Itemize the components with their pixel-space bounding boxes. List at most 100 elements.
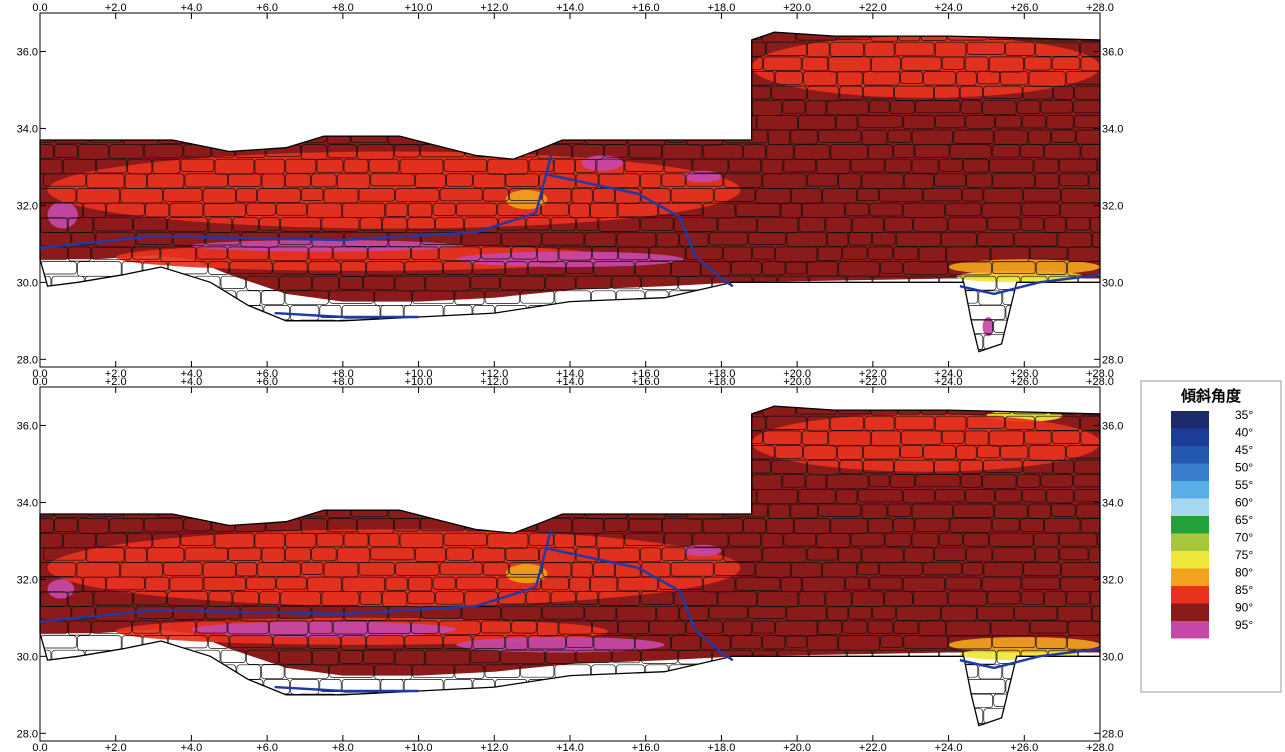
upper-x-tick-label-top: +2.0: [105, 2, 127, 14]
lower-x-tick-label-top: +12.0: [480, 376, 508, 388]
legend-swatch: [1171, 603, 1209, 621]
lower-x-tick-label-bottom: +28.0: [1086, 742, 1114, 752]
upper-region-95-3: [191, 240, 457, 252]
upper-x-tick-label-top: 0.0: [32, 2, 47, 14]
upper-x-tick-label-bottom: +10.0: [405, 368, 433, 380]
upper-boundary-line-b: [547, 173, 734, 288]
lower-x-tick-label-top: +22.0: [859, 376, 887, 388]
lower-x-tick-label-bottom: +14.0: [556, 742, 584, 752]
lower-x-tick-label-top: +16.0: [632, 376, 660, 388]
upper-x-tick-label-top: +12.0: [480, 2, 508, 14]
lower-x-tick-label-bottom: +2.0: [105, 742, 127, 752]
upper-y-tick-label-left: 30.0: [17, 277, 38, 289]
upper-x-tick-label-top: +10.0: [405, 2, 433, 14]
upper-region-95-4: [456, 251, 684, 267]
legend-label: 85°: [1235, 583, 1253, 597]
lower-x-tick-label-top: +6.0: [256, 376, 278, 388]
legend-swatch: [1171, 533, 1209, 551]
lower-region-85-10: [751, 413, 1100, 472]
upper-region-95-2: [47, 201, 78, 229]
lower-x-tick-label-top: 0.0: [32, 376, 47, 388]
upper-x-tick-label-bottom: +20.0: [783, 368, 811, 380]
lower-region-95-4: [456, 637, 665, 653]
lower-x-tick-label-bottom: +6.0: [256, 742, 278, 752]
lower-wall-surface: [40, 406, 1100, 726]
upper-region-95-7: [982, 317, 994, 337]
upper-boundary-line-c: [274, 311, 419, 319]
lower-region-95-2: [47, 579, 75, 599]
upper-region-85-11: [751, 36, 1100, 98]
upper-x-tick-label-bottom: +22.0: [859, 368, 887, 380]
upper-x-tick-label-bottom: +4.0: [181, 368, 203, 380]
legend-swatch: [1171, 621, 1209, 639]
upper-boundary-line-d: [959, 273, 1101, 296]
legend-swatch: [1171, 446, 1209, 464]
upper-x-tick-label-bottom: +26.0: [1010, 368, 1038, 380]
legend-swatch: [1171, 463, 1209, 481]
lower-y-tick-label-right: 32.0: [1102, 574, 1123, 586]
upper-x-tick-label-bottom: +24.0: [935, 368, 963, 380]
legend-label: 55°: [1235, 478, 1253, 492]
lower-boundary-line-d: [959, 647, 1101, 670]
lower-region-80-6: [505, 564, 548, 584]
upper-region-80-8: [505, 190, 548, 210]
upper-x-tick-label-bottom: +28.0: [1086, 368, 1114, 380]
upper-x-tick-label-top: +6.0: [256, 2, 278, 14]
legend-label: 60°: [1235, 496, 1253, 510]
lower-x-tick-label-bottom: +8.0: [332, 742, 354, 752]
lower-y-tick-label-right: 36.0: [1102, 420, 1123, 432]
upper-x-tick-label-bottom: 0.0: [32, 368, 47, 380]
lower-region-85-0: [47, 529, 741, 607]
lower-y-tick-label-left: 30.0: [17, 651, 38, 663]
legend-swatch: [1171, 516, 1209, 534]
legend-label: 80°: [1235, 566, 1253, 580]
upper-x-tick-label-bottom: +18.0: [708, 368, 736, 380]
lower-x-tick-label-bottom: +16.0: [632, 742, 660, 752]
lower-x-tick-label-bottom: +12.0: [480, 742, 508, 752]
lower-x-tick-label-top: +24.0: [935, 376, 963, 388]
legend-swatch: [1171, 481, 1209, 499]
upper-x-tick-label-top: +18.0: [708, 2, 736, 14]
upper-wall-outline: [39, 31, 1101, 353]
lower-x-tick-label-top: +4.0: [181, 376, 203, 388]
upper-x-tick-label-top: +14.0: [556, 2, 584, 14]
lower-x-tick-label-bottom: +22.0: [859, 742, 887, 752]
upper-x-tick-label-top: +20.0: [783, 2, 811, 14]
upper-y-tick-label-left: 34.0: [17, 123, 38, 135]
legend-label: 45°: [1235, 443, 1253, 457]
lower-x-tick-label-top: +20.0: [783, 376, 811, 388]
upper-x-tick-label-top: +8.0: [332, 2, 354, 14]
lower-x-tick-label-bottom: +10.0: [405, 742, 433, 752]
upper-region-95-5: [581, 155, 623, 171]
legend-label: 95°: [1235, 618, 1253, 632]
upper-y-tick-label-left: 28.0: [17, 354, 38, 366]
legend-swatch: [1171, 551, 1209, 569]
upper-x-tick-label-top: +26.0: [1010, 2, 1038, 14]
upper-x-tick-label-top: +22.0: [859, 2, 887, 14]
upper-y-tick-label-right: 34.0: [1102, 123, 1123, 135]
legend-label: 75°: [1235, 548, 1253, 562]
lower-x-tick-label-top: +28.0: [1086, 376, 1114, 388]
legend-swatch: [1171, 411, 1209, 429]
upper-region-80-10: [948, 259, 1100, 275]
lower-x-tick-label-bottom: +24.0: [935, 742, 963, 752]
lower-x-tick-label-bottom: 0.0: [32, 742, 47, 752]
upper-x-tick-label-top: +28.0: [1086, 2, 1114, 14]
lower-x-tick-label-bottom: +20.0: [783, 742, 811, 752]
upper-x-tick-label-top: +16.0: [632, 2, 660, 14]
lower-y-tick-label-right: 30.0: [1102, 651, 1123, 663]
legend-swatch: [1171, 586, 1209, 604]
lower-boundary-line-b: [547, 547, 734, 662]
legend-frame: [1140, 380, 1282, 693]
legend-label: 40°: [1235, 426, 1253, 440]
lower-boundary-line-c: [274, 685, 419, 693]
lower-y-tick-label-left: 36.0: [17, 420, 38, 432]
legend-swatch: [1171, 498, 1209, 516]
legend-swatch: [1171, 428, 1209, 446]
upper-x-tick-label-top: +4.0: [181, 2, 203, 14]
lower-x-tick-label-top: +18.0: [708, 376, 736, 388]
upper-x-tick-label-bottom: +16.0: [632, 368, 660, 380]
upper-x-tick-label-bottom: +14.0: [556, 368, 584, 380]
upper-y-tick-label-right: 30.0: [1102, 277, 1123, 289]
